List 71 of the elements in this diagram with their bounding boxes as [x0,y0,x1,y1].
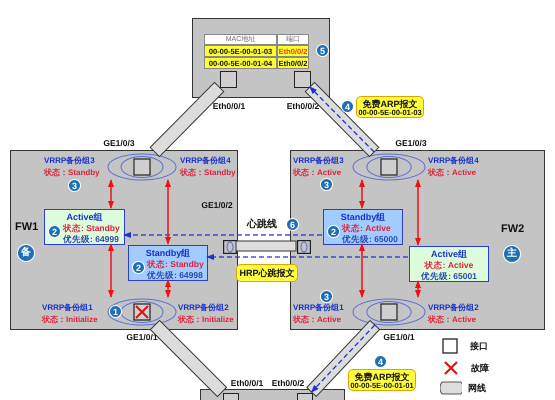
arrow [108,179,114,209]
group-title: Standby组 [144,247,192,260]
status-text: 状态: Standby [147,259,204,270]
arrow [415,280,421,298]
port-label: GE1/0/1 [382,332,416,342]
state-text: 状态：Active [293,314,342,325]
arrow [359,243,365,298]
port-label: GE1/0/3 [102,138,136,148]
legend-text: 接口 [470,340,488,353]
group-name: VRRP备份组4 [428,155,479,166]
cable [150,82,224,158]
state-text: 状态：Initialize [178,314,234,325]
role-badge: 主 [503,245,521,263]
group-name: VRRP备份组1 [42,302,93,313]
status-text: 状态: Standby [63,223,120,234]
group-box [128,245,208,281]
arrow [165,179,171,245]
arrow [123,232,322,238]
step-number: 4 [374,355,387,368]
cable [236,240,296,252]
arrow [108,243,114,298]
state-text: 状态：Standby [44,167,100,178]
arrow [415,179,421,246]
device-label: FW2 [501,223,524,235]
group-name: VRRP备份组2 [178,302,229,313]
cable [150,320,228,398]
group-title: Active组 [430,248,468,260]
group-box [44,209,125,245]
group-title: Standby组 [340,211,386,224]
state-text: 状态：Active [428,314,476,325]
status-text: 状态: Active [423,260,474,272]
status-text: 状态: Active [342,223,391,234]
callout-text: HRP心跳报文 [238,267,296,280]
group-name: VRRP备份组1 [293,302,344,313]
port-label: Eth0/0/1 [212,101,246,111]
arrow [359,179,365,209]
role-badge: 备 [17,244,35,262]
priority-text: 优先级: 65001 [420,270,478,282]
group-title: Active组 [65,211,104,224]
callout-box [236,264,298,282]
link-label: 心跳线 [246,217,278,231]
port-label: GE1/0/2 [200,200,234,210]
group-name: VRRP备份组3 [293,155,344,166]
arrow [206,254,408,260]
step-number: 4 [341,100,354,113]
callout-text: 免费ARP报文 [353,371,410,382]
state-text: 状态：Initialize [42,314,98,325]
state-text: 状态：Active [293,167,342,178]
callout-text: 免费ARP报文 [361,98,418,110]
step-number: 2 [327,225,340,238]
legend-text: 网线 [468,382,486,395]
priority-text: 优先级: 64998 [147,270,203,282]
step-number: 6 [286,218,299,231]
callout-box [348,369,416,391]
step-number: 2 [132,261,145,274]
device-label: FW1 [15,221,38,233]
callout-box [356,96,424,118]
priority-text: 优先级: 64999 [63,234,119,246]
legend-text: 故障 [471,362,489,375]
group-box [323,209,403,245]
group-name: VRRP备份组3 [44,155,95,166]
step-number: 2 [48,225,61,238]
state-text: 状态：Active [428,167,476,178]
port-label: GE1/0/3 [394,138,428,148]
group-box [409,246,489,282]
group-name: VRRP备份组2 [428,302,479,313]
group-name: VRRP备份组4 [180,155,231,166]
priority-text: 优先级: 65000 [342,234,398,246]
arrow [165,279,171,298]
port-label: Eth0/0/2 [286,101,320,111]
port-label: GE1/0/1 [125,332,159,342]
